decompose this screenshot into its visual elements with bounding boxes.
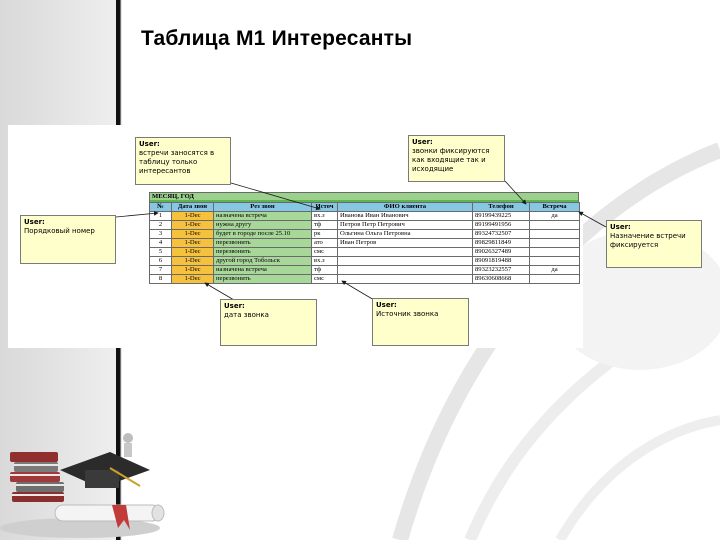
col-header-call-result: Рез звон: [213, 202, 312, 212]
table-header-row: № Дата звон Рез звон Источ ФИО клиента Т…: [149, 202, 580, 212]
cell-call-date: 1-Dec: [171, 265, 214, 275]
sheet-title: МЕСЯЦ, ГОД: [149, 192, 579, 200]
cell-call-date: 1-Dec: [171, 238, 214, 248]
decor-arc: [555, 415, 720, 540]
cell-meeting: да: [529, 265, 580, 275]
cell-number: 5: [149, 247, 172, 257]
col-header-meeting: Встреча: [529, 202, 580, 212]
note-text: Порядковый номер: [24, 227, 95, 235]
note-text: встречи заносятся в таблицу только интер…: [139, 149, 215, 175]
cell-meeting: [529, 238, 580, 248]
cell-number: 2: [149, 220, 172, 230]
cell-call-result: будет в городе после 25.10: [213, 229, 312, 239]
cell-source: вх.з: [311, 211, 338, 221]
cell-meeting: [529, 220, 580, 230]
cell-call-result: другой город Тобольск: [213, 256, 312, 266]
cell-client-name: Иван Петров: [337, 238, 473, 248]
sheet-title-band: [149, 200, 579, 202]
cell-number: 7: [149, 265, 172, 275]
cell-call-date: 1-Dec: [171, 247, 214, 257]
col-header-source: Источ: [311, 202, 338, 212]
cell-source: вх.з: [311, 256, 338, 266]
note-author: User:: [224, 302, 245, 310]
col-header-number: №: [149, 202, 172, 212]
cell-phone: 89091819488: [472, 256, 530, 266]
note-author: User:: [610, 223, 631, 231]
note-meeting: User: Назначение встречи фиксируется: [606, 220, 702, 268]
cell-number: 6: [149, 256, 172, 266]
cell-call-result: назначена встреча: [213, 211, 312, 221]
cell-number: 4: [149, 238, 172, 248]
cell-client-name: [337, 265, 473, 275]
note-author: User:: [24, 218, 45, 226]
note-source: User: Источник звонка: [372, 298, 469, 346]
slide-title: Таблица М1 Интересанты: [141, 27, 413, 50]
col-header-client-name: ФИО клиента: [337, 202, 473, 212]
note-text: звонки фиксируются как входящие так и ис…: [412, 147, 490, 173]
cell-call-date: 1-Dec: [171, 220, 214, 230]
cell-source: ато: [311, 238, 338, 248]
col-header-phone: Телефон: [472, 202, 530, 212]
cell-client-name: Петров Петр Петрович: [337, 220, 473, 230]
note-author: User:: [376, 301, 397, 309]
note-call-date: User: дата звонка: [220, 299, 317, 346]
books-graduation-illustration: [0, 433, 165, 538]
cell-client-name: Иванова Иван Иванович: [337, 211, 473, 221]
cell-phone: 89829811849: [472, 238, 530, 248]
note-text: Источник звонка: [376, 310, 439, 318]
cell-call-date: 1-Dec: [171, 256, 214, 266]
cell-number: 3: [149, 229, 172, 239]
cell-meeting: [529, 256, 580, 266]
cell-phone: 89199491956: [472, 220, 530, 230]
cell-source: рк: [311, 229, 338, 239]
cell-call-result: перезвонить: [213, 274, 312, 284]
cell-client-name: Ольгина Ольга Петровна: [337, 229, 473, 239]
cell-source: смс: [311, 247, 338, 257]
note-author: User:: [412, 138, 433, 146]
cell-source: тф: [311, 265, 338, 275]
cell-meeting: [529, 274, 580, 284]
cell-call-date: 1-Dec: [171, 229, 214, 239]
note-interested: User: встречи заносятся в таблицу только…: [135, 137, 231, 185]
cell-call-result: перезвонить: [213, 247, 312, 257]
cell-call-date: 1-Dec: [171, 274, 214, 284]
cell-phone: 89324732507: [472, 229, 530, 239]
cell-number: 1: [149, 211, 172, 221]
cell-phone: 89026327489: [472, 247, 530, 257]
note-text: дата звонка: [224, 311, 269, 319]
interested-table: № Дата звон Рез звон Источ ФИО клиента Т…: [149, 202, 580, 284]
cell-meeting: да: [529, 211, 580, 221]
cell-call-result: нужна другу: [213, 220, 312, 230]
cell-client-name: [337, 256, 473, 266]
note-author: User:: [139, 140, 160, 148]
cell-meeting: [529, 247, 580, 257]
col-header-call-date: Дата звон: [171, 202, 214, 212]
cell-call-result: перезвонить: [213, 238, 312, 248]
cell-client-name: [337, 247, 473, 257]
note-text: Назначение встречи фиксируется: [610, 232, 686, 249]
spreadsheet: МЕСЯЦ, ГОД № Дата звон Рез звон Источ ФИ…: [149, 192, 580, 284]
cell-call-date: 1-Dec: [171, 211, 214, 221]
cell-meeting: [529, 229, 580, 239]
cell-phone: 89630608668: [472, 274, 530, 284]
cell-source: тф: [311, 220, 338, 230]
note-calls: User: звонки фиксируются как входящие та…: [408, 135, 505, 182]
cell-call-result: назначена встреча: [213, 265, 312, 275]
cell-phone: 89199439225: [472, 211, 530, 221]
cell-client-name: [337, 274, 473, 284]
cell-phone: 89323232557: [472, 265, 530, 275]
cell-source: смс: [311, 274, 338, 284]
note-order-number: User: Порядковый номер: [20, 215, 116, 264]
cell-number: 8: [149, 274, 172, 284]
